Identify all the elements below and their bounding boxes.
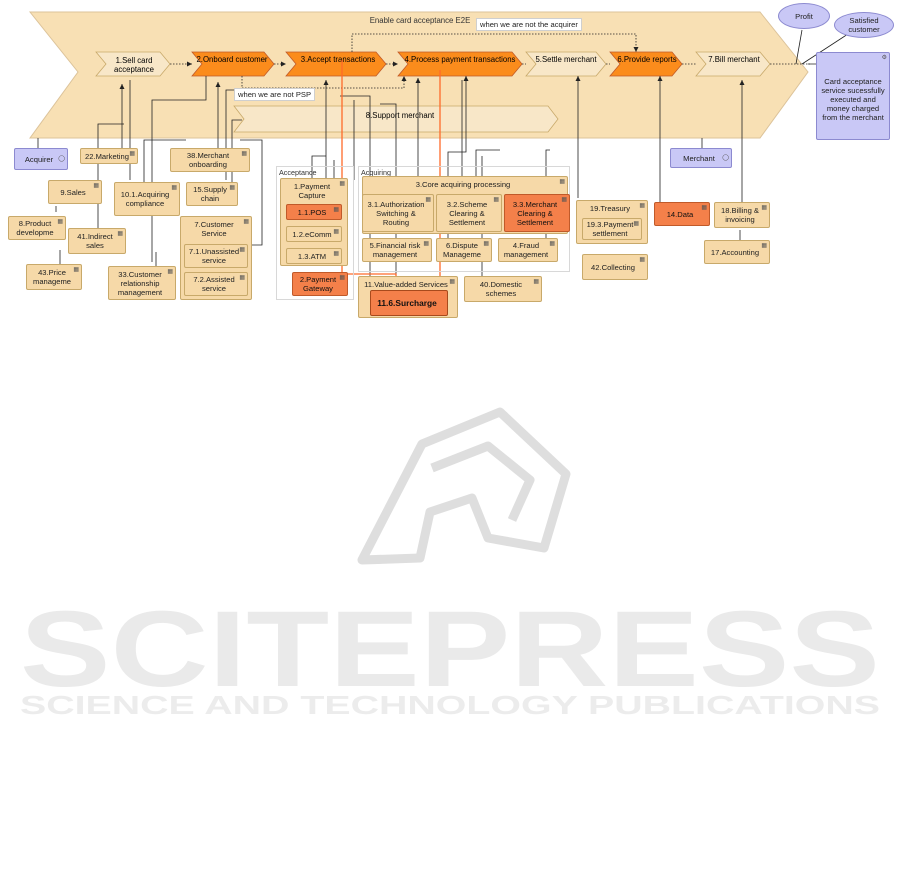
stage-7[interactable]: 7.Bill merchant bbox=[695, 51, 771, 77]
stage-5[interactable]: 5.Settle merchant bbox=[525, 51, 607, 77]
svg-text:6.Provide reports: 6.Provide reports bbox=[617, 55, 676, 64]
stage-3[interactable]: 3.Accept transactions bbox=[285, 51, 387, 77]
svg-text:3.Accept transactions: 3.Accept transactions bbox=[301, 55, 376, 64]
svg-text:8.Support merchant: 8.Support merchant bbox=[366, 111, 435, 120]
svg-text:1.Sell card: 1.Sell card bbox=[116, 56, 153, 65]
stage-2[interactable]: 2.Onboard customer bbox=[191, 51, 275, 77]
diagram-canvas: Enable card acceptance E2E 1.Sell card a… bbox=[28, 11, 849, 300]
watermark-tagline: SCIENCE AND TECHNOLOGY PUBLICATIONS bbox=[20, 690, 880, 720]
arrowheads bbox=[119, 47, 745, 89]
watermark-logo bbox=[357, 407, 571, 565]
watermark-name: SCITEPRESS bbox=[20, 588, 880, 709]
stage-4[interactable]: 4.Process payment transactions bbox=[397, 51, 523, 77]
value-stream-title: Enable card acceptance E2E bbox=[370, 16, 471, 25]
svg-text:2.Onboard customer: 2.Onboard customer bbox=[196, 55, 267, 64]
stage-6[interactable]: 6.Provide reports bbox=[609, 51, 683, 77]
svg-text:4.Process payment transactions: 4.Process payment transactions bbox=[405, 55, 516, 64]
stage-1[interactable]: 1.Sell card acceptance bbox=[95, 51, 171, 77]
svg-text:acceptance: acceptance bbox=[114, 65, 154, 74]
svg-text:7.Bill merchant: 7.Bill merchant bbox=[708, 55, 760, 64]
svg-text:5.Settle merchant: 5.Settle merchant bbox=[535, 55, 597, 64]
